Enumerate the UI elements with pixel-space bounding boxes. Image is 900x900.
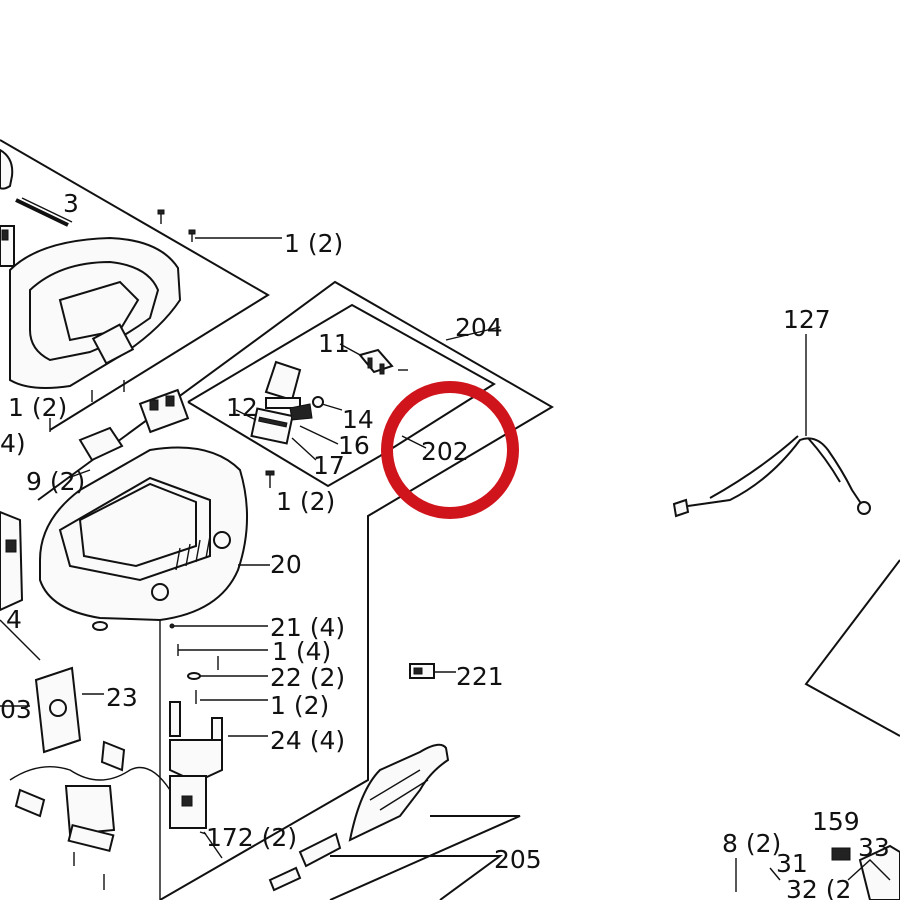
label-9-2: 9 (2) xyxy=(26,467,85,496)
label-4: 4 xyxy=(6,605,22,634)
part-labels: 3 1 (2) 204 11 127 12 14 16 202 1 (2) 4)… xyxy=(0,189,890,900)
base-part-20 xyxy=(0,388,270,661)
label-204: 204 xyxy=(455,313,503,342)
label-14: 14 xyxy=(342,405,374,434)
sub-panel-202-parts xyxy=(235,343,427,488)
cable-127 xyxy=(672,334,900,737)
label-24-4: 24 (4) xyxy=(270,726,345,755)
frame-204 xyxy=(37,280,554,900)
label-1-2-b: 1 (2) xyxy=(8,393,67,422)
label-31: 31 xyxy=(776,849,808,878)
right-bottom-parts xyxy=(735,844,900,900)
label-159: 159 xyxy=(812,807,860,836)
label-20: 20 xyxy=(270,550,302,579)
label-22-2: 22 (2) xyxy=(270,663,345,692)
label-03: 03 xyxy=(0,695,32,724)
label-33: 33 xyxy=(858,833,890,862)
label-16: 16 xyxy=(338,431,370,460)
fastener-stack xyxy=(92,620,268,900)
label-202: 202 xyxy=(421,437,469,466)
parts-221-205 xyxy=(268,663,521,900)
label-127: 127 xyxy=(783,305,831,334)
label-172-2: 172 (2) xyxy=(206,823,297,852)
label-21-4: 21 (4) xyxy=(270,613,345,642)
label-23: 23 xyxy=(106,683,138,712)
label-17: 17 xyxy=(313,451,345,480)
label-4-partial: 4) xyxy=(0,429,26,458)
label-1-4: 1 (4) xyxy=(272,637,331,666)
label-1-2-c: 1 (2) xyxy=(276,487,335,516)
label-11: 11 xyxy=(318,329,350,358)
label-3: 3 xyxy=(63,189,79,218)
label-1-2-d: 1 (2) xyxy=(270,691,329,720)
highlight-circle xyxy=(381,381,519,519)
label-205: 205 xyxy=(494,845,542,874)
left-assembly xyxy=(0,666,171,890)
top-left-panel xyxy=(0,139,282,432)
label-8-2: 8 (2) xyxy=(722,829,781,858)
label-221: 221 xyxy=(456,662,504,691)
label-12: 12 xyxy=(226,393,258,422)
label-32-2: 32 (2 xyxy=(786,875,851,900)
label-1-2-a: 1 (2) xyxy=(284,229,343,258)
